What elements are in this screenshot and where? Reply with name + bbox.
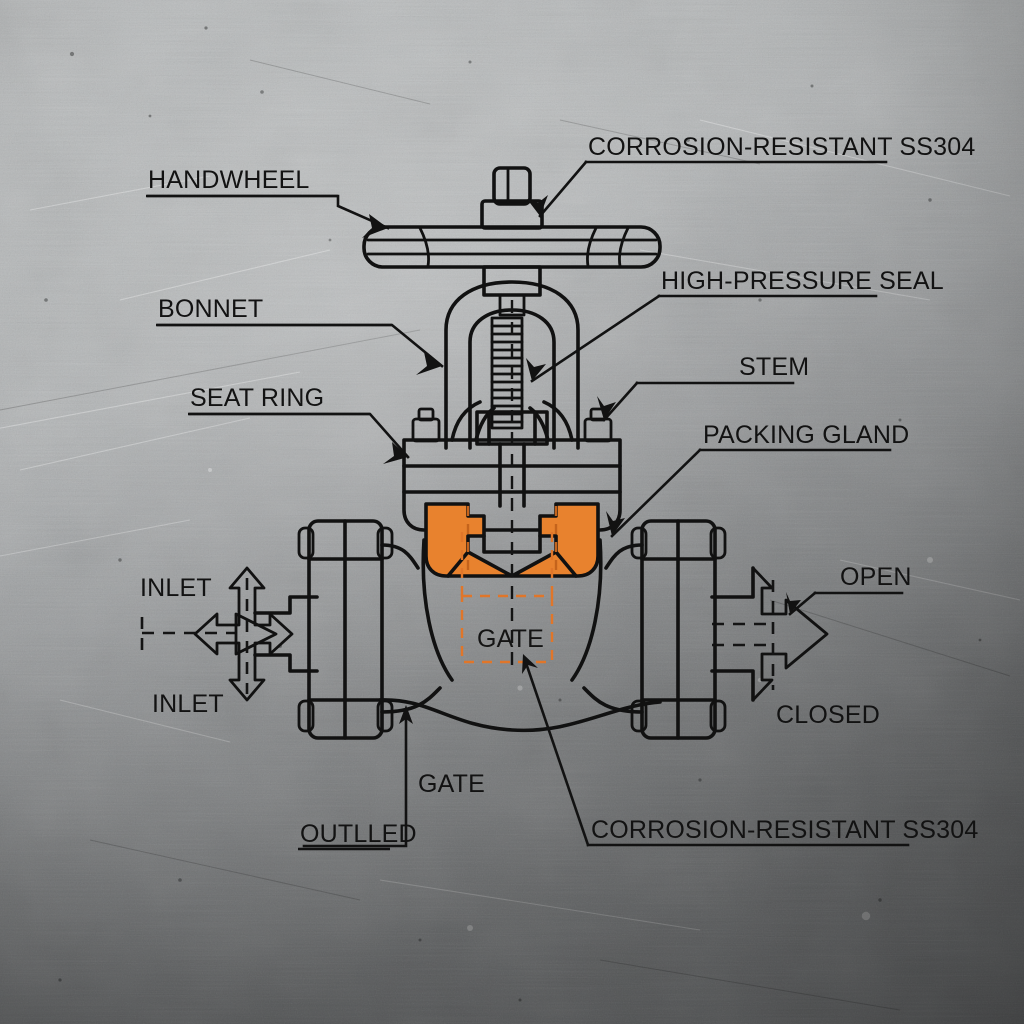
label-closed-text: CLOSED [776, 701, 880, 729]
gate-wedge [424, 502, 600, 578]
callout-corrosion-top[interactable]: CORROSION-RESISTANT SS304 [527, 133, 976, 218]
label-gate-box-text: GATE [477, 625, 544, 653]
outlet-flow-group [710, 566, 829, 702]
stem-assembly [475, 316, 549, 508]
gate-annotation-box [460, 530, 554, 664]
callout-handwheel[interactable]: HANDWHEEL [146, 166, 390, 238]
label-inlet-lower: INLET [152, 690, 224, 718]
callout-corrosion-top-label: CORROSION-RESISTANT SS304 [588, 133, 976, 161]
callout-outlled-label: OUTLLED [300, 820, 417, 848]
callout-packing-gland-label: PACKING GLAND [703, 421, 909, 449]
callout-high-pressure-seal-label: HIGH-PRESSURE SEAL [661, 267, 944, 295]
callout-corrosion-bottom-label: CORROSION-RESISTANT SS304 [591, 816, 979, 844]
callout-corrosion-bottom[interactable]: CORROSION-RESISTANT SS304 [522, 654, 979, 847]
label-inlet-lower-text: INLET [152, 690, 224, 718]
label-inlet-upper-text: INLET [140, 574, 212, 602]
callout-gate-lower-label: GATE [418, 770, 485, 798]
callout-open[interactable]: OPEN [786, 563, 912, 616]
callout-seat-ring[interactable]: SEAT RING [188, 384, 410, 464]
callout-handwheel-label: HANDWHEEL [148, 166, 310, 194]
outlet-flange [630, 519, 727, 740]
label-inlet-upper: INLET [140, 574, 212, 602]
callout-stem-label: STEM [739, 353, 809, 381]
callout-gate-lower[interactable]: GATE [302, 705, 485, 848]
inlet-flow-group [140, 566, 319, 702]
callout-packing-gland[interactable]: PACKING GLAND [606, 421, 909, 538]
callout-bonnet-label: BONNET [158, 295, 263, 323]
label-closed: CLOSED [776, 701, 880, 729]
callout-seat-ring-label: SEAT RING [190, 384, 324, 412]
callout-outlled[interactable]: OUTLLED [298, 820, 417, 851]
callout-stem[interactable]: STEM [597, 353, 809, 422]
callout-bonnet[interactable]: BONNET [156, 295, 444, 375]
valve-body [378, 538, 662, 733]
callout-open-label: OPEN [840, 563, 912, 591]
label-gate-box: GATE [477, 625, 544, 653]
callout-high-pressure-seal[interactable]: HIGH-PRESSURE SEAL [526, 267, 944, 383]
handwheel [362, 166, 662, 317]
